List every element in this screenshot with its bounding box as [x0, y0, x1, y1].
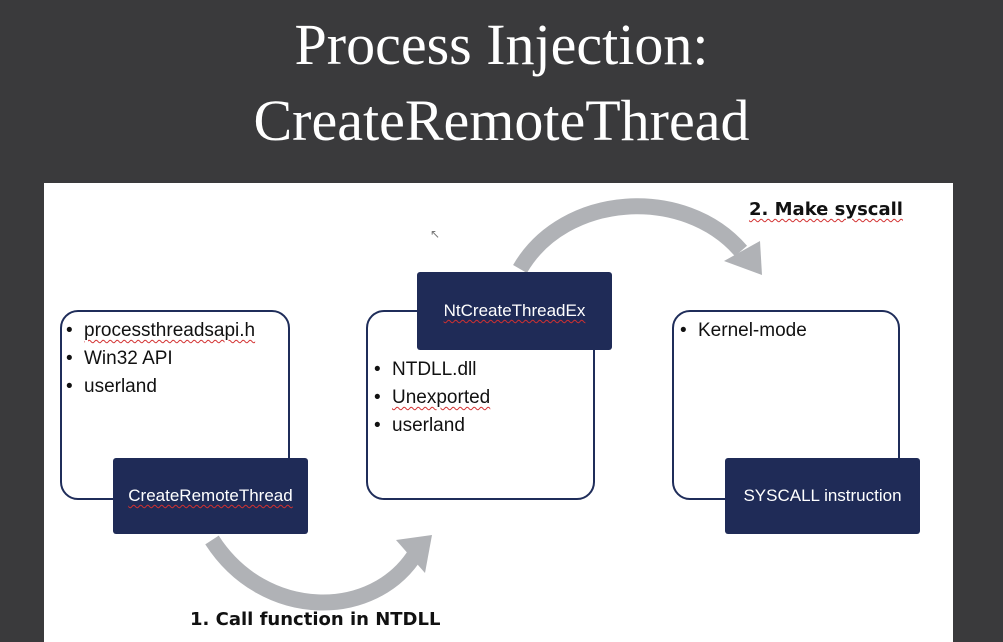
arrow-step-2 [513, 198, 748, 274]
slide-title-line-1: Process Injection: [294, 12, 709, 77]
arrow-step-2-head [724, 241, 762, 275]
bullet-item: •Kernel-mode [680, 320, 807, 341]
mouse-cursor-icon: ↖ [430, 227, 441, 241]
slide-title-line-2: CreateRemoteThread [253, 88, 750, 153]
slide-diagram: •processthreadsapi.h •Win32 API •userlan… [44, 183, 953, 642]
bullet-item: •NTDLL.dll [374, 359, 477, 380]
bullet-item: •Win32 API [66, 348, 173, 369]
ntcreatethreadex-box: NtCreateThreadEx [417, 272, 612, 350]
syscall-instruction-box: SYSCALL instruction [725, 458, 920, 534]
createremotethread-box: CreateRemoteThread [113, 458, 308, 534]
step-1-label: 1. Call function in NTDLL [190, 609, 441, 630]
bullet-item: •userland [374, 415, 465, 436]
arrow-step-1-head [396, 535, 432, 573]
arrow-step-1 [205, 535, 423, 611]
right-bullet-list: •Kernel-mode [680, 317, 807, 345]
bullet-item: •processthreadsapi.h [66, 320, 256, 341]
middle-bullet-list: •NTDLL.dll •Unexported •userland [374, 356, 490, 440]
bullet-item: •Unexported [374, 387, 491, 408]
step-2-label: 2. Make syscall [749, 199, 903, 220]
left-bullet-list: •processthreadsapi.h •Win32 API •userlan… [66, 317, 255, 401]
flow-arrows [205, 198, 762, 611]
bullet-item: •userland [66, 376, 157, 397]
